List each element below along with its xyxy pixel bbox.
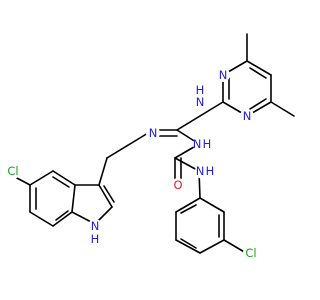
atom-cl-indole: Cl	[7, 164, 18, 178]
atom-cl-phenyl: Cl	[245, 246, 256, 260]
atom-h-amine: H	[196, 83, 205, 97]
atom-h-guanidine: H	[203, 137, 212, 151]
atom-o-carbonyl: O	[173, 178, 182, 192]
atom-n-pyrimidine-top: N	[219, 68, 228, 82]
atom-n-urea: N	[196, 164, 205, 178]
atom-n-guanidine: N	[193, 137, 202, 151]
atom-h-indole: H	[91, 232, 100, 246]
molecule-structure: N H N N N N H O N H Cl N H Cl	[5, 33, 295, 261]
atom-n-pyrimidine-bottom: N	[243, 109, 252, 123]
atom-n-imine: N	[149, 126, 158, 140]
atom-label-layer: N H N N N N H O N H Cl N H Cl	[5, 68, 259, 261]
atom-h-urea: H	[206, 164, 215, 178]
atom-n-indole: N	[91, 219, 100, 233]
atom-n-amine: N	[196, 95, 205, 109]
bond-layer	[14, 33, 295, 254]
